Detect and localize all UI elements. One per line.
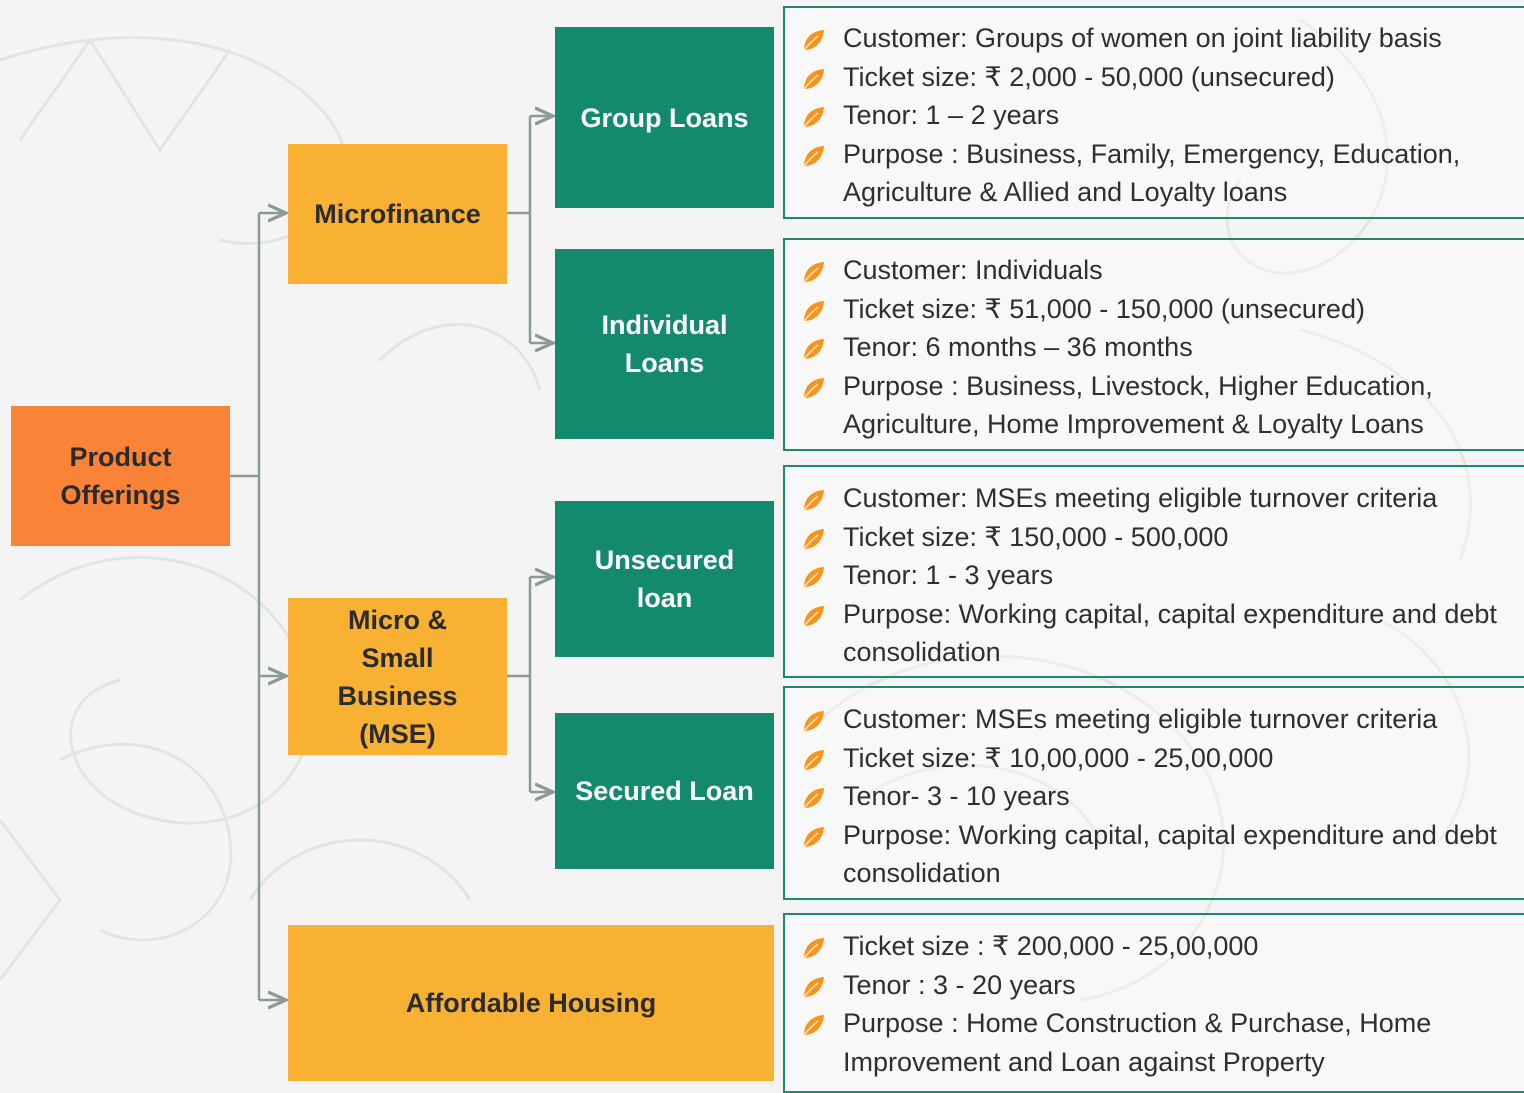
leaf-bullet-icon [801,972,827,998]
leaf-bullet-icon [801,822,827,848]
leaf-bullet-icon [801,485,827,511]
detail-item: Customer: Groups of women on joint liabi… [785,19,1524,58]
detail-item: Customer: Individuals [785,251,1524,290]
leaf-bullet-icon [801,783,827,809]
mse-node: Micro & Small Business (MSE) [288,598,507,755]
detail-item: Ticket size: ₹ 2,000 - 50,000 (unsecured… [785,58,1524,97]
product-offerings-node: Product Offerings [11,406,230,546]
leaf-bullet-icon [801,257,827,283]
unsecured-loan-node: Unsecured loan [555,501,774,657]
detail-item: Purpose: Working capital, capital expend… [785,816,1524,893]
detail-item: Tenor: 6 months – 36 months [785,328,1524,367]
detail-item: Customer: MSEs meeting eligible turnover… [785,479,1524,518]
detail-item: Ticket size: ₹ 51,000 - 150,000 (unsecur… [785,290,1524,329]
leaf-bullet-icon [801,1010,827,1036]
detail-item: Ticket size: ₹ 150,000 - 500,000 [785,518,1524,557]
detail-item: Tenor- 3 - 10 years [785,777,1524,816]
individual-loans-details: Customer: Individuals Ticket size: ₹ 51,… [783,238,1524,451]
group-loans-node: Group Loans [555,27,774,208]
detail-item: Purpose : Business, Family, Emergency, E… [785,135,1524,212]
leaf-bullet-icon [801,102,827,128]
leaf-bullet-icon [801,562,827,588]
detail-item: Customer: MSEs meeting eligible turnover… [785,700,1524,739]
leaf-bullet-icon [801,64,827,90]
secured-loan-node: Secured Loan [555,713,774,869]
affordable-housing-node: Affordable Housing [288,925,774,1081]
leaf-bullet-icon [801,706,827,732]
detail-item: Tenor: 1 – 2 years [785,96,1524,135]
detail-item: Purpose : Business, Livestock, Higher Ed… [785,367,1524,444]
secured-loan-details: Customer: MSEs meeting eligible turnover… [783,686,1524,900]
detail-item: Ticket size : ₹ 200,000 - 25,00,000 [785,927,1524,966]
leaf-bullet-icon [801,296,827,322]
group-loans-details: Customer: Groups of women on joint liabi… [783,6,1524,219]
leaf-bullet-icon [801,141,827,167]
leaf-bullet-icon [801,601,827,627]
leaf-bullet-icon [801,524,827,550]
leaf-bullet-icon [801,25,827,51]
individual-loans-node: Individual Loans [555,249,774,439]
detail-item: Purpose: Working capital, capital expend… [785,595,1524,672]
leaf-bullet-icon [801,745,827,771]
leaf-bullet-icon [801,373,827,399]
leaf-bullet-icon [801,334,827,360]
microfinance-node: Microfinance [288,144,507,284]
leaf-bullet-icon [801,933,827,959]
housing-details: Ticket size : ₹ 200,000 - 25,00,000 Teno… [783,913,1524,1093]
detail-item: Ticket size: ₹ 10,00,000 - 25,00,000 [785,739,1524,778]
unsecured-loan-details: Customer: MSEs meeting eligible turnover… [783,465,1524,678]
detail-item: Purpose : Home Construction & Purchase, … [785,1004,1524,1081]
detail-item: Tenor : 3 - 20 years [785,966,1524,1005]
detail-item: Tenor: 1 - 3 years [785,556,1524,595]
